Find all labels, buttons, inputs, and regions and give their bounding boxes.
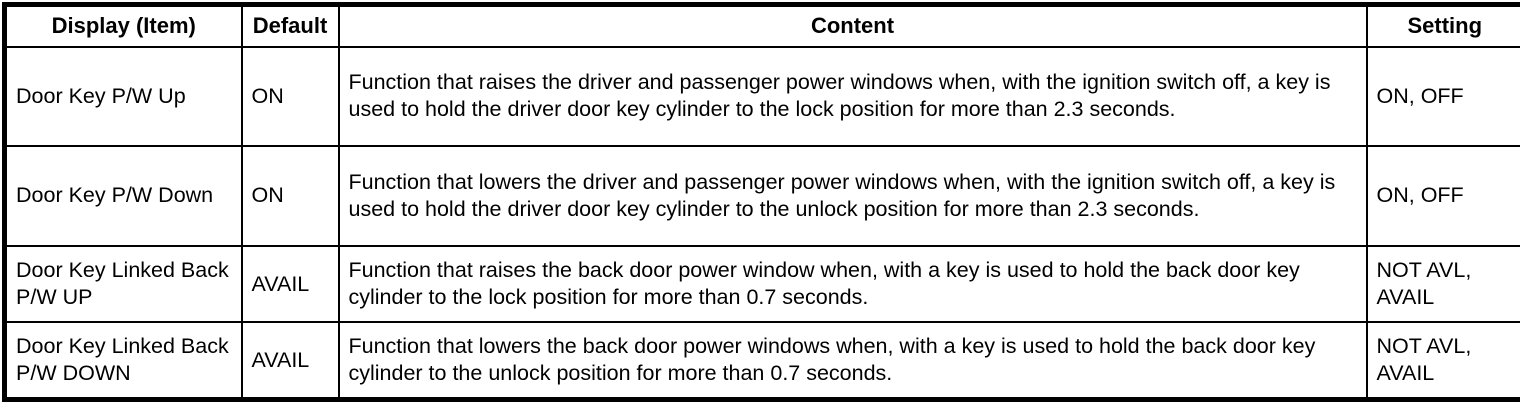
cell-content: Function that raises the back door power… [339, 246, 1367, 322]
cell-setting: NOT AVL, AVAIL [1367, 246, 1520, 322]
column-header-display-item: Display (Item) [5, 5, 242, 47]
cell-display-item: Door Key P/W Up [5, 47, 242, 146]
cell-content: Function that lowers the driver and pass… [339, 146, 1367, 246]
table-row: Door Key P/W Up ON Function that raises … [5, 47, 1520, 146]
cell-content: Function that raises the driver and pass… [339, 47, 1367, 146]
column-header-setting: Setting [1367, 5, 1520, 47]
table-row: Door Key Linked Back P/W UP AVAIL Functi… [5, 246, 1520, 322]
cell-display-item: Door Key P/W Down [5, 146, 242, 246]
cell-setting: ON, OFF [1367, 146, 1520, 246]
cell-default: ON [242, 146, 339, 246]
column-header-content: Content [339, 5, 1367, 47]
cell-default: ON [242, 47, 339, 146]
cell-display-item: Door Key Linked Back P/W UP [5, 246, 242, 322]
table-row: Door Key Linked Back P/W DOWN AVAIL Func… [5, 322, 1520, 399]
cell-setting: ON, OFF [1367, 47, 1520, 146]
table-row: Door Key P/W Down ON Function that lower… [5, 146, 1520, 246]
cell-default: AVAIL [242, 246, 339, 322]
table-header-row: Display (Item) Default Content Setting [5, 5, 1520, 47]
cell-setting: NOT AVL, AVAIL [1367, 322, 1520, 399]
cell-display-item: Door Key Linked Back P/W DOWN [5, 322, 242, 399]
cell-default: AVAIL [242, 322, 339, 399]
column-header-default: Default [242, 5, 339, 47]
cell-content: Function that lowers the back door power… [339, 322, 1367, 399]
